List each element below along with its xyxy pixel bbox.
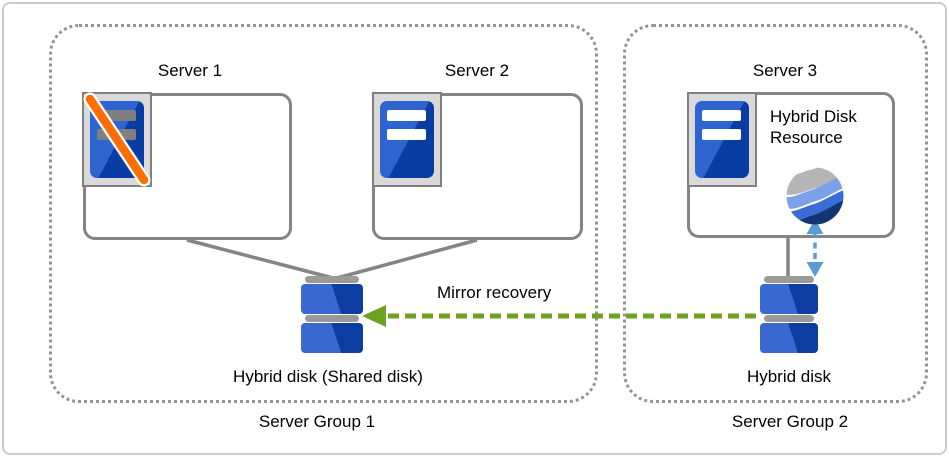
disk-cap-bar — [764, 315, 814, 322]
server-group-1-boundary — [49, 24, 598, 403]
disk-platter — [301, 284, 363, 314]
disk-platter — [760, 284, 818, 314]
server-3-icon — [687, 92, 757, 187]
server-slot-bar — [97, 110, 136, 121]
server-front-panel — [380, 101, 434, 178]
server-1-label: Server 1 — [157, 61, 223, 80]
server-group-2-label: Server Group 2 — [731, 412, 849, 431]
hybrid-disk-resource-label: Hybrid Disk Resource — [770, 107, 857, 147]
server-slot-bar — [702, 110, 741, 121]
shared-hybrid-disk-label: Hybrid disk (Shared disk) — [233, 367, 423, 386]
disk-cap-bar — [305, 315, 359, 322]
disk-cap-bar — [764, 276, 814, 283]
server-group-1-label: Server Group 1 — [258, 412, 376, 431]
hybrid-disk-label: Hybrid disk — [746, 367, 832, 386]
server-2-label: Server 2 — [444, 61, 510, 80]
server-slot-bar — [702, 129, 741, 140]
hybrid-disk-icon — [760, 276, 818, 353]
disk-cap-bar — [305, 276, 359, 283]
server-3-label: Server 3 — [752, 61, 818, 80]
disk-platter — [301, 323, 363, 353]
failure-slash-icon — [83, 92, 151, 187]
server-1-icon-failed — [82, 92, 152, 187]
disk-platter — [760, 323, 818, 353]
server-front-panel — [695, 101, 749, 178]
server-slot-bar — [387, 110, 426, 121]
server-slot-bar — [387, 129, 426, 140]
server-2-icon — [372, 92, 442, 187]
shared-hybrid-disk-icon — [301, 276, 363, 353]
server-group-2-boundary — [623, 24, 928, 403]
mirror-recovery-label: Mirror recovery — [437, 283, 552, 302]
hybrid-disk-resource-globe-icon — [786, 167, 844, 225]
